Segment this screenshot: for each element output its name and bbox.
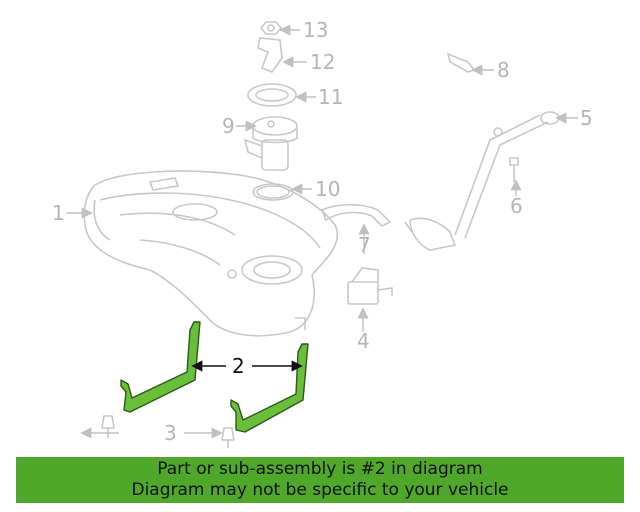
filler-pipe[interactable] (404, 111, 560, 251)
strap-left (120, 321, 201, 413)
banner-line-part: Part or sub-assembly is #2 in diagram (157, 459, 483, 479)
fuel-pump[interactable] (243, 116, 298, 171)
callout-5: 5 (580, 106, 593, 130)
fuel-tank-straps[interactable] (120, 321, 309, 433)
banner-line-disclaimer: Diagram may not be specific to your vehi… (131, 480, 509, 500)
callout-7: 7 (358, 233, 371, 257)
callout-10: 10 (315, 177, 340, 201)
callout-13: 13 (303, 18, 328, 42)
parts-diagram: 1 2 3 4 5 6 7 8 9 10 11 12 13 (52, 18, 593, 448)
callout-6: 6 (510, 194, 523, 218)
fuel-tank[interactable] (83, 170, 338, 337)
callout-2[interactable]: 2 (232, 354, 245, 378)
bracket[interactable] (257, 37, 283, 73)
callout-12: 12 (310, 50, 335, 74)
info-banner: Part or sub-assembly is #2 in diagram Di… (16, 457, 624, 503)
callout-11: 11 (318, 85, 343, 109)
callout-3: 3 (164, 421, 177, 445)
lock-ring[interactable] (247, 83, 297, 107)
valve[interactable] (347, 267, 393, 305)
strap-right (230, 343, 309, 433)
pump-seal[interactable] (252, 183, 294, 201)
callout-9: 9 (222, 114, 235, 138)
vent-hose[interactable] (320, 203, 392, 227)
callout-1: 1 (52, 201, 65, 225)
bolt[interactable] (509, 157, 519, 182)
nut[interactable] (259, 21, 283, 35)
callout-4: 4 (357, 329, 370, 353)
clip[interactable] (446, 52, 476, 73)
callout-8: 8 (497, 58, 510, 82)
